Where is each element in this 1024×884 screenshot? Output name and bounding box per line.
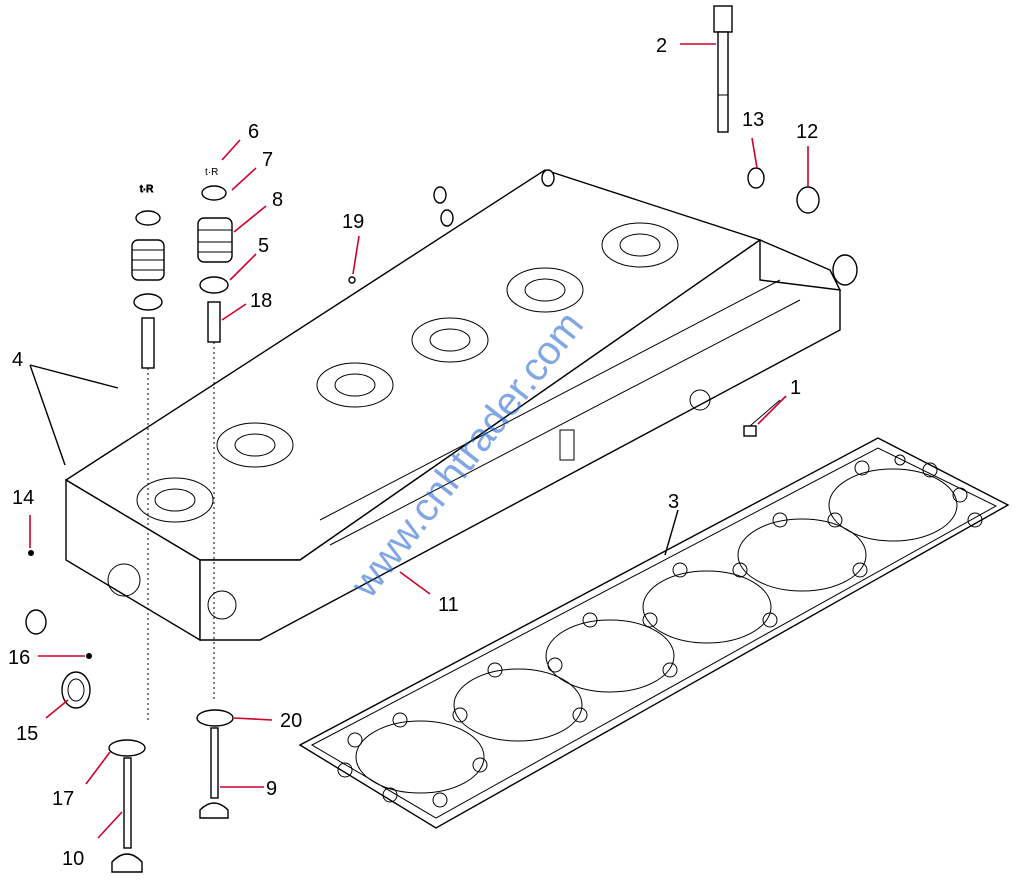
valve-train-left: t·R (131, 184, 165, 720)
leader-lines (29, 43, 809, 839)
valve-seat-insert-17 (108, 739, 146, 757)
valve-train-right: t·R (197, 167, 233, 700)
bolt-1 (743, 399, 781, 437)
intake-valve (111, 757, 143, 873)
plug-15 (61, 671, 91, 709)
core-plugs (433, 167, 858, 286)
callout-4: 4 (12, 349, 23, 371)
callout-11: 11 (438, 594, 459, 616)
callout-3: 3 (668, 491, 679, 513)
callout-2: 2 (656, 35, 667, 57)
callout-17: 17 (52, 788, 74, 810)
callout-9: 9 (266, 778, 277, 800)
head-gasket (298, 437, 1010, 829)
head-valve-bosses (136, 222, 679, 523)
callout-14: 14 (12, 487, 34, 509)
callout-8: 8 (272, 189, 283, 211)
callout-13: 13 (742, 109, 764, 131)
callout-16: 16 (8, 647, 30, 669)
callout-6: 6 (248, 121, 259, 143)
small-plug-16 (86, 653, 92, 659)
callout-19: 19 (342, 211, 364, 233)
callout-7: 7 (262, 149, 273, 171)
callout-labels: 1 2 3 4 5 6 7 8 9 10 11 12 13 14 15 16 1… (8, 35, 818, 870)
small-plug-14 (28, 550, 34, 556)
callout-1: 1 (790, 377, 801, 399)
gasket-holes (337, 454, 983, 808)
head-bolt (713, 5, 733, 133)
cylinder-head (64, 169, 842, 642)
callout-12: 12 (796, 121, 818, 143)
callout-20: 20 (280, 710, 302, 732)
o-ring-seal (25, 609, 47, 635)
exhaust-valve (199, 727, 229, 819)
valve-seat-insert-20 (196, 709, 234, 727)
gasket-cylinder-bores (355, 468, 958, 794)
callout-5: 5 (258, 235, 269, 257)
callout-18: 18 (250, 290, 272, 312)
svg-text:t·R: t·R (205, 167, 218, 178)
callout-10: 10 (62, 848, 84, 870)
svg-text:t·R: t·R (140, 184, 153, 195)
callout-15: 15 (16, 723, 38, 745)
dowel-19 (348, 276, 356, 284)
